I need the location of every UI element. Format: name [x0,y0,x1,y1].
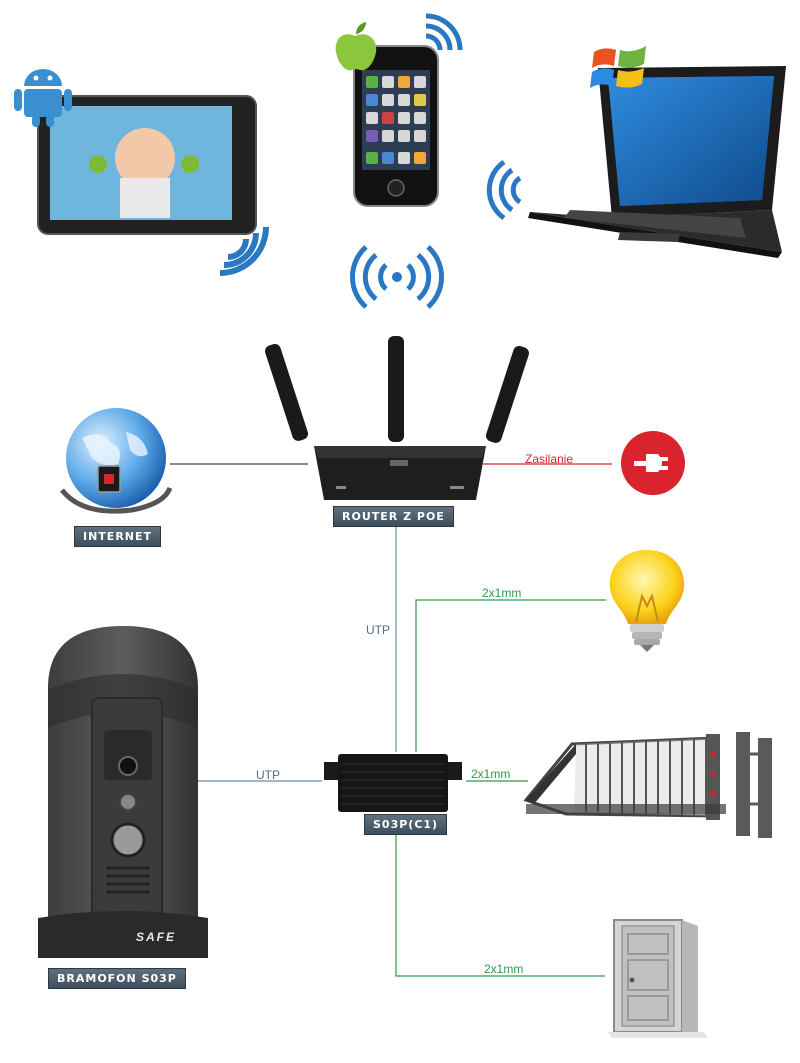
doorbell-screw [119,793,137,811]
windows-laptop [528,66,786,258]
light-relay-line [415,599,606,752]
power-plug-icon [621,431,685,495]
gate-wire-label: 2x1mm [471,767,511,781]
door-wire-label: 2x1mm [484,962,524,976]
doorbell-intercom [38,626,208,958]
power-wire-label: Zasilanie [525,452,574,466]
s03p-module [324,754,462,812]
android-icon [14,69,72,127]
utp-vertical-wire-label: UTP [366,623,390,637]
light-bulb-icon [609,550,685,652]
module-label: S03P(C1) [364,814,448,835]
door-relay-line [395,835,605,977]
laptop-wifi-icon [486,159,522,221]
door [608,919,708,1038]
call-button [110,822,146,858]
doorbell-label: BRAMOFON S03P [48,968,186,989]
doorbell-brand-logo: SAFE [136,930,177,944]
router-label: ROUTER Z POE [333,506,454,527]
globe-icon [60,408,173,514]
light-wire-label: 2x1mm [482,586,522,600]
tablet-wifi-icon [219,226,269,276]
internet-label: INTERNET [74,526,162,547]
poe-router [265,336,529,500]
apple-icon [335,22,377,71]
windows-icon [590,46,646,88]
wifi-icon [350,245,444,309]
iphone [353,45,439,207]
iphone-wifi-icon [425,13,463,51]
sliding-gate [523,732,772,838]
android-tablet [37,95,257,235]
child-photo [115,128,175,188]
utp-horizontal-wire-label: UTP [256,768,280,782]
